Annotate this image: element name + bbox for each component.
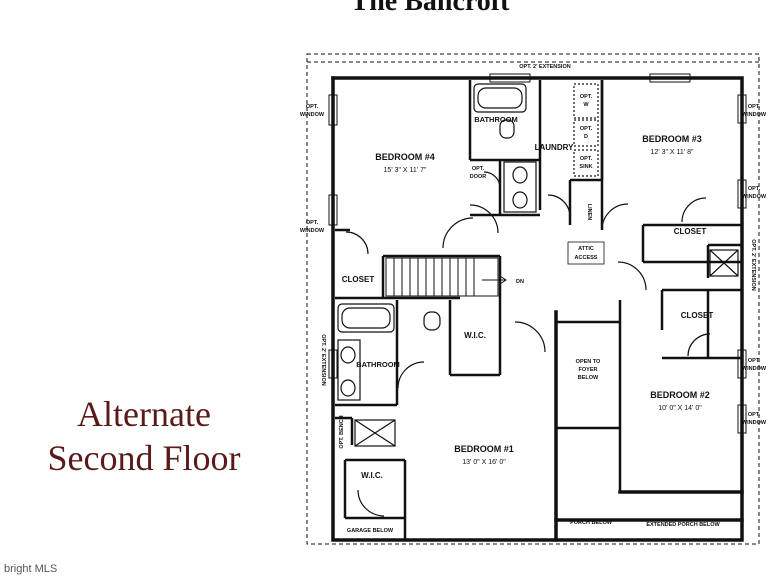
bedroom4-label: BEDROOM #4	[375, 152, 435, 162]
svg-text:OPT.: OPT.	[306, 104, 319, 110]
opt-bench-label: OPT. BENCH	[339, 415, 345, 448]
watermark-logo: bright MLS	[0, 562, 62, 576]
bedroom4-dims: 15' 3" X 11' 7"	[384, 167, 427, 174]
svg-text:WINDOW: WINDOW	[300, 228, 325, 234]
extension-dashed-outline	[306, 53, 760, 545]
ext-top-label: OPT. 2' EXTENSION	[519, 64, 570, 70]
opt-sink-label-1: OPT.	[580, 156, 593, 162]
attic-label-1: ATTIC	[578, 246, 594, 252]
svg-text:WINDOW: WINDOW	[742, 112, 767, 118]
wic-center-label: W.I.C.	[464, 331, 486, 340]
bedroom2-label: BEDROOM #2	[650, 390, 710, 400]
closet-right-top-label: CLOSET	[674, 227, 707, 236]
bathroom-left-label: BATHROOM	[356, 360, 400, 369]
opt-window-left-2: OPT. WINDOW	[300, 220, 325, 234]
svg-text:OPT.: OPT.	[748, 412, 761, 418]
opt-d-label-2: D	[584, 134, 588, 140]
wic-left-label: W.I.C.	[361, 471, 383, 480]
laundry-label: LAUNDRY	[535, 143, 574, 152]
walls	[331, 76, 744, 542]
bedroom1-label: BEDROOM #1	[454, 444, 514, 454]
bedroom3-label: BEDROOM #3	[642, 134, 702, 144]
opt-w-label-1: OPT.	[580, 94, 593, 100]
opt-door-label-2: DOOR	[470, 174, 487, 180]
svg-text:WINDOW: WINDOW	[300, 112, 325, 118]
caption: Alternate Second Floor	[34, 392, 254, 480]
svg-text:OPT.: OPT.	[748, 104, 761, 110]
opt-d-label-1: OPT.	[580, 126, 593, 132]
svg-text:WINDOW: WINDOW	[742, 194, 767, 200]
opt-window-left-1: OPT. WINDOW	[300, 104, 325, 118]
open-to-foyer-label-3: BELOW	[578, 375, 599, 381]
opt-window-right-4: OPT. WINDOW	[742, 412, 767, 426]
opt-door-label-1: OPT.	[472, 166, 485, 172]
bedroom3-dims: 12' 3" X 11' 8"	[651, 149, 694, 156]
closet-left-label: CLOSET	[342, 275, 375, 284]
open-to-foyer-label-1: OPEN TO	[576, 359, 601, 365]
fixtures	[337, 83, 739, 447]
porch-below-label: PORCH BELOW	[570, 520, 613, 526]
caption-line-1: Alternate	[77, 394, 211, 434]
linen-label: LINEN	[586, 204, 592, 221]
interior-walls	[335, 80, 742, 540]
windows	[328, 73, 747, 434]
bedroom2-dims: 10' 0" X 14' 0"	[658, 405, 702, 412]
svg-text:OPT.: OPT.	[748, 358, 761, 364]
bathroom-top-label: BATHROOM	[474, 115, 518, 124]
ext-left-label: OPT. 2' EXTENSION	[320, 334, 326, 385]
attic-access-box	[567, 241, 605, 265]
stairs	[385, 257, 507, 297]
attic-label-2: ACCESS	[575, 255, 598, 261]
caption-line-2: Second Floor	[47, 438, 241, 478]
bedroom1-dims: 13' 0" X 16' 0"	[462, 459, 506, 466]
opt-window-right-3: OPT. WINDOW	[742, 358, 767, 372]
opt-w-label-2: W	[583, 102, 589, 108]
garage-below-label: GARAGE BELOW	[347, 528, 394, 534]
svg-text:OPT.: OPT.	[306, 220, 319, 226]
svg-text:WINDOW: WINDOW	[742, 420, 767, 426]
open-to-foyer-label-2: FOYER	[579, 367, 598, 373]
opt-sink-label-2: SINK	[579, 164, 592, 170]
svg-text:WINDOW: WINDOW	[742, 366, 767, 372]
plan-title: The Bancroft	[350, 0, 510, 17]
svg-text:OPT.: OPT.	[748, 186, 761, 192]
opt-window-right-1: OPT. WINDOW	[742, 104, 767, 118]
stairs-dn-label: DN	[516, 279, 524, 285]
closet-right-label: CLOSET	[681, 311, 714, 320]
door-swings	[345, 171, 711, 517]
extended-porch-below-label: EXTENDED PORCH BELOW	[646, 522, 720, 528]
opt-window-right-2: OPT. WINDOW	[742, 186, 767, 200]
ext-right-label: OPT. 2' EXTENSION	[750, 239, 756, 290]
